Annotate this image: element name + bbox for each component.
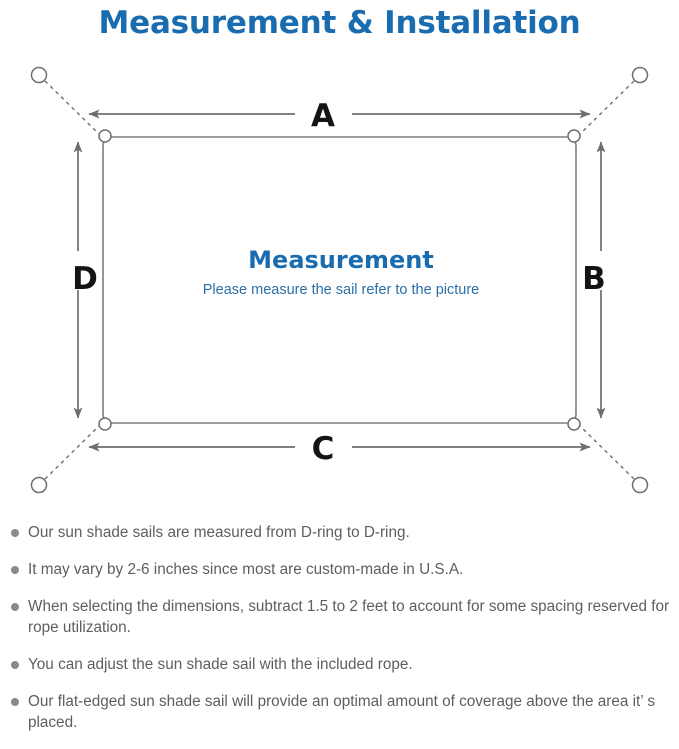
diagram-center-heading: Measurement	[248, 246, 434, 274]
rope-line-top-right	[577, 79, 636, 137]
note-item: You can adjust the sun shade sail with t…	[0, 654, 679, 675]
rope-line-bottom-left	[43, 423, 102, 481]
page-title: Measurement & Installation	[98, 5, 581, 41]
anchor-point-top-left	[30, 66, 48, 84]
sail-rectangle	[102, 136, 577, 424]
bullet-icon	[11, 661, 19, 669]
diagram-center-subtext: Please measure the sail refer to the pic…	[203, 282, 479, 298]
dimension-label-b: B	[582, 261, 606, 297]
note-item: Our flat-edged sun shade sail will provi…	[0, 691, 679, 733]
measurement-diagram: A C D B Measurement Please measure the s…	[0, 48, 679, 518]
d-ring-bottom-right	[567, 417, 581, 431]
dimension-label-c: C	[312, 431, 335, 467]
d-ring-top-right	[567, 129, 581, 143]
dimension-label-a: A	[311, 98, 335, 134]
note-text: Our sun shade sails are measured from D-…	[28, 524, 410, 541]
note-text: It may vary by 2-6 inches since most are…	[28, 561, 464, 578]
d-ring-top-left	[98, 129, 112, 143]
note-text: When selecting the dimensions, subtract …	[28, 598, 670, 636]
note-item: It may vary by 2-6 inches since most are…	[0, 559, 679, 580]
diagram-canvas: A C D B Measurement Please measure the s…	[30, 66, 649, 494]
note-text: You can adjust the sun shade sail with t…	[28, 656, 413, 673]
dimension-label-d: D	[72, 261, 98, 297]
note-item: Our sun shade sails are measured from D-…	[0, 522, 679, 543]
rope-line-top-left	[43, 79, 102, 137]
anchor-point-bottom-right	[631, 476, 649, 494]
bullet-icon	[11, 566, 19, 574]
bullet-icon	[11, 529, 19, 537]
note-text: Our flat-edged sun shade sail will provi…	[28, 693, 655, 731]
note-item: When selecting the dimensions, subtract …	[0, 596, 679, 638]
notes-list: Our sun shade sails are measured from D-…	[0, 522, 679, 749]
bullet-icon	[11, 698, 19, 706]
anchor-point-top-right	[631, 66, 649, 84]
bullet-icon	[11, 603, 19, 611]
rope-line-bottom-right	[577, 423, 636, 481]
anchor-point-bottom-left	[30, 476, 48, 494]
d-ring-bottom-left	[98, 417, 112, 431]
